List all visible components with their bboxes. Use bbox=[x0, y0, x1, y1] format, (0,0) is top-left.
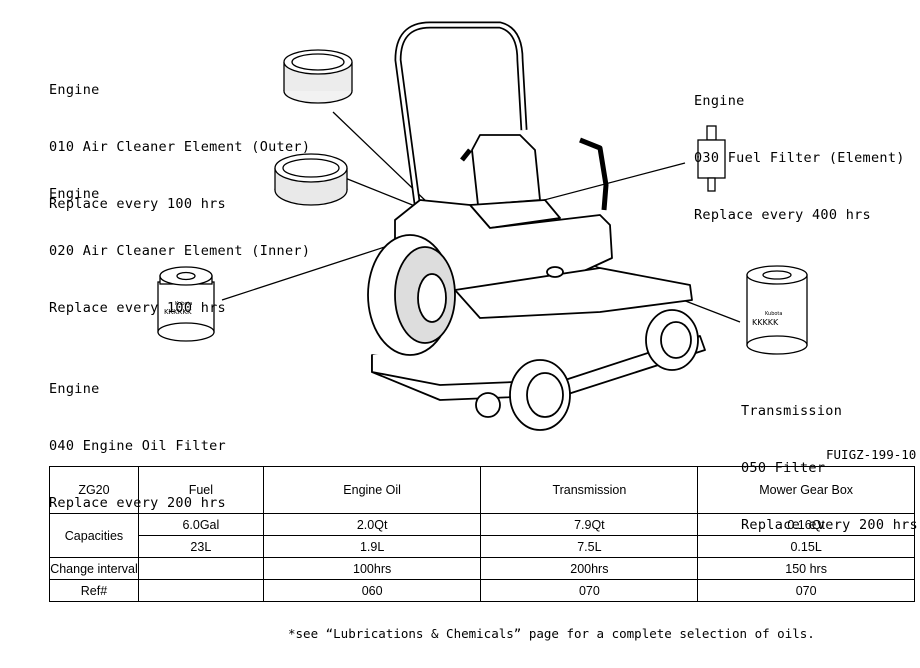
air-cleaner-inner-icon bbox=[274, 153, 348, 206]
table-cell: 060 bbox=[262, 579, 482, 602]
table-cell: 100hrs bbox=[262, 557, 482, 580]
table-row: Change interval 100hrs 200hrs 150 hrs bbox=[49, 557, 915, 580]
table-cell: 23L bbox=[137, 535, 264, 558]
capacities-label: Capacities bbox=[49, 513, 139, 558]
table-cell: 0.16Qt bbox=[697, 513, 915, 536]
callout-item: 010 Air Cleaner Element (Outer) bbox=[49, 139, 311, 155]
table-cell: 2.0Qt bbox=[262, 513, 482, 536]
header-engine-oil: Engine Oil bbox=[262, 466, 482, 514]
table-row: Ref# 060 070 070 bbox=[49, 579, 915, 602]
table-row: 23L 1.9L 7.5L 0.15L bbox=[50, 535, 915, 558]
ref-label: Ref# bbox=[49, 579, 139, 602]
callout-group: Engine bbox=[49, 82, 100, 98]
callout-fuel-filter: Engine 030 Fuel Filter (Element) Replace… bbox=[694, 54, 905, 244]
table-cell: 070 bbox=[480, 579, 699, 602]
svg-text:KKKKK: KKKKK bbox=[752, 318, 779, 327]
filter-brand-transmission: Kubota bbox=[765, 311, 782, 317]
table-cell bbox=[137, 579, 264, 602]
callout-group: Engine bbox=[49, 186, 100, 202]
table-cell: 7.9Qt bbox=[480, 513, 699, 536]
filter-brand-oil: Kubota bbox=[175, 301, 192, 307]
table-cell: 7.5L bbox=[480, 535, 699, 558]
table-cell bbox=[137, 557, 264, 580]
air-cleaner-outer-icon bbox=[283, 49, 353, 104]
header-transmission: Transmission bbox=[480, 466, 699, 514]
callout-interval: Replace every 100 hrs bbox=[49, 196, 226, 212]
callout-item: 040 Engine Oil Filter bbox=[49, 438, 226, 454]
callout-group: Engine bbox=[694, 93, 745, 109]
callout-item: 030 Fuel Filter (Element) bbox=[694, 150, 905, 166]
callout-item: 020 Air Cleaner Element (Inner) bbox=[49, 243, 311, 259]
table-cell: 0.15L bbox=[697, 535, 915, 558]
table-cell: 070 bbox=[697, 579, 915, 602]
table-cell: 200hrs bbox=[480, 557, 699, 580]
callout-group: Engine bbox=[49, 381, 100, 397]
fuel-filter-icon bbox=[697, 125, 726, 192]
leader-line-inner-air bbox=[344, 177, 426, 211]
callout-outer-air-cleaner: Engine 010 Air Cleaner Element (Outer) R… bbox=[49, 43, 310, 233]
table-cell: 6.0Gal bbox=[137, 513, 264, 536]
model-cell: ZG20 bbox=[49, 466, 139, 514]
callout-interval: Replace every 400 hrs bbox=[694, 207, 871, 223]
header-mower-gear-box: Mower Gear Box bbox=[697, 466, 915, 514]
table-cell: 1.9L bbox=[262, 535, 482, 558]
table-header-row: ZG20 Fuel Engine Oil Transmission Mower … bbox=[49, 466, 915, 514]
transmission-filter-icon: KKKKK Kubota bbox=[746, 265, 808, 355]
callout-interval: Replace every 100 hrs bbox=[49, 300, 226, 316]
callout-group: Transmission bbox=[741, 403, 843, 419]
change-interval-label: Change interval bbox=[49, 557, 139, 580]
svg-text:KKKKKK: KKKKKK bbox=[164, 308, 192, 316]
table-cell: 150 hrs bbox=[697, 557, 915, 580]
header-fuel: Fuel bbox=[137, 466, 264, 514]
capacity-table: ZG20 Fuel Engine Oil Transmission Mower … bbox=[49, 466, 915, 602]
table-row: Capacities 6.0Gal 2.0Qt 7.9Qt 0.16Qt bbox=[49, 513, 915, 558]
mower-diagram: KKKKKK Kubota KKKKK Kubota bbox=[157, 21, 808, 431]
callout-inner-air-cleaner: Engine 020 Air Cleaner Element (Inner) R… bbox=[49, 147, 310, 337]
engine-oil-filter-icon: KKKKKK Kubota bbox=[157, 266, 215, 342]
figure-code: FUIGZ-199-10 bbox=[826, 447, 917, 462]
footnote: *see “Lubrications & Chemicals” page for… bbox=[288, 626, 815, 641]
zero-turn-mower-illustration bbox=[367, 21, 706, 431]
